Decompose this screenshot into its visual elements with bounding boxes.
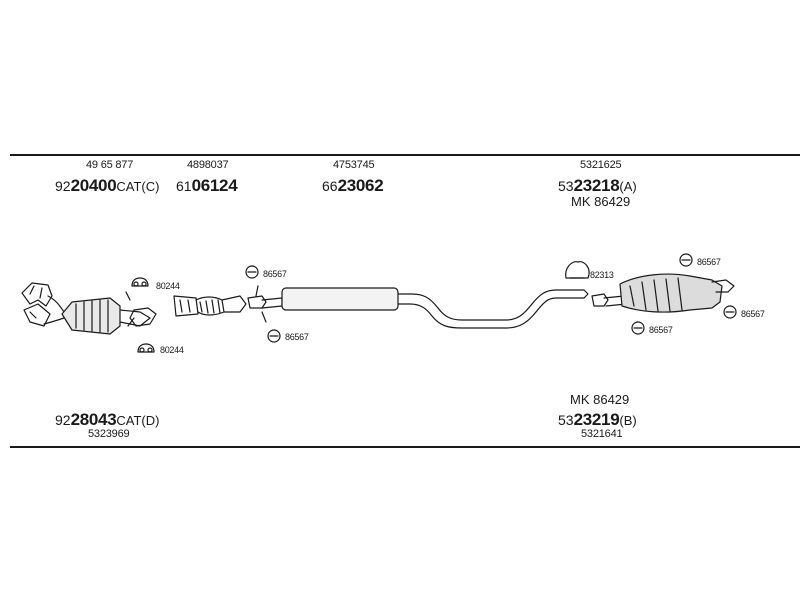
exhaust-manifold[interactable] [21,282,65,327]
clamp-80244-top-label: 80244 [156,281,180,291]
clamp-86567-c-label: 86567 [697,257,721,267]
center-silencer[interactable] [247,287,589,329]
clamp-86567-e-label: 86567 [741,309,765,319]
part-main: 06124 [191,176,238,195]
part-prefix: 61 [176,178,192,194]
center-silencer-ref: 4753745 [333,159,375,171]
front-pipe-part-number[interactable]: 9220400CAT(C) [55,177,159,194]
part-suffix: CAT(C) [116,179,160,194]
rear-silencer-ref: 5321625 [580,159,622,171]
rear-silencer-b-kit[interactable]: MK 86429 [570,392,630,407]
hanger-86567-e-icon[interactable] [723,305,737,319]
hanger-86567-a-icon[interactable] [245,265,259,279]
clamp-86567-b-label: 86567 [285,332,309,342]
catalytic-converter[interactable] [61,297,157,335]
top-divider [10,154,800,156]
catalyst-part-number[interactable]: 9228043CAT(D) [55,411,159,428]
part-prefix: 66 [322,178,338,194]
part-main: 23218 [573,176,620,195]
catalyst-ref: 5323969 [88,428,130,440]
hanger-80244-bottom-icon[interactable] [137,343,155,353]
part-suffix: (B) [619,413,637,428]
rear-silencer-b-part-number[interactable]: 5323219(B) [558,411,637,428]
part-prefix: 92 [55,178,71,194]
clamp-86567-a-label: 86567 [263,269,287,279]
part-main: 23062 [337,176,384,195]
flex-pipe-part-number[interactable]: 6106124 [176,176,238,195]
flex-pipe-ref: 4898037 [187,159,229,171]
part-main: 28043 [70,410,117,429]
rear-silencer-part-number[interactable]: 5323218(A) [558,177,637,194]
bottom-divider [10,446,800,448]
hanger-80244-top-icon[interactable] [131,277,149,287]
front-pipe-ref: 49 65 877 [86,159,134,171]
part-prefix: 53 [558,412,574,428]
clamp-82313-label: 82313 [590,270,614,280]
hanger-86567-b-icon[interactable] [267,329,281,343]
rear-silencer[interactable] [591,273,735,313]
part-suffix: CAT(D) [116,413,160,428]
clamp-82313-icon[interactable] [565,261,590,279]
rear-silencer-b-ref: 5321641 [581,428,623,440]
part-main: 20400 [70,176,117,195]
part-prefix: 53 [558,178,574,194]
clamp-80244-bottom-label: 80244 [160,345,184,355]
rear-silencer-kit[interactable]: MK 86429 [571,194,631,209]
center-silencer-part-number[interactable]: 6623062 [322,176,384,195]
clamp-86567-d-label: 86567 [649,325,673,335]
hanger-86567-c-icon[interactable] [679,253,693,267]
part-suffix: (A) [619,179,637,194]
part-prefix: 92 [55,412,71,428]
hanger-86567-d-icon[interactable] [631,321,645,335]
part-main: 23219 [573,410,620,429]
flex-pipe[interactable] [173,295,247,317]
